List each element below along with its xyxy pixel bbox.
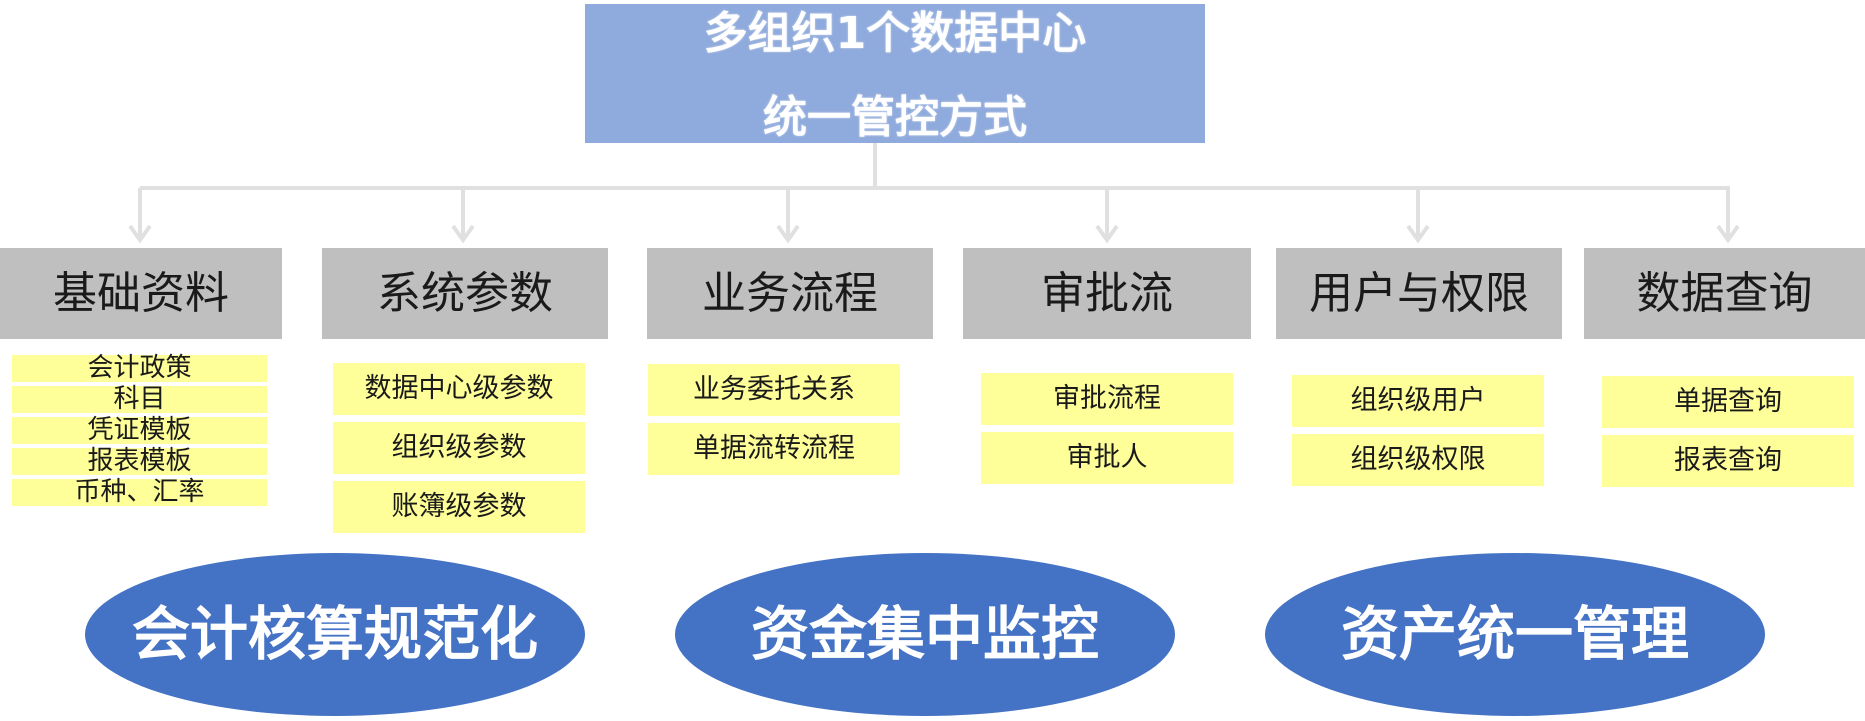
item-document-flow: 单据流转流程 [648,423,900,475]
outcome-fund-monitoring: 资金集中监控 [675,553,1175,716]
item-currency-rate: 币种、汇率 [12,479,267,506]
item-org-params: 组织级参数 [333,422,585,474]
item-org-permissions: 组织级权限 [1292,434,1544,486]
arrow-head-4 [1095,224,1119,244]
title-box: 多组织1个数据中心 统一管控方式 [585,4,1205,143]
outcome-asset-management: 资产统一管理 [1265,553,1765,716]
category-approval-flow: 审批流 [963,248,1251,339]
arrow-head-6 [1716,224,1740,244]
arrow-head-3 [776,224,800,244]
title-line-1: 多组织1个数据中心 [703,8,1087,59]
item-document-query: 单据查询 [1602,376,1854,428]
item-org-users: 组织级用户 [1292,375,1544,427]
title-line-2: 统一管控方式 [763,92,1027,143]
arrow-head-1 [128,224,152,244]
category-system-params: 系统参数 [322,248,608,339]
item-datacenter-params: 数据中心级参数 [333,363,585,415]
category-users-permissions: 用户与权限 [1276,248,1562,339]
category-data-query: 数据查询 [1584,248,1865,339]
item-report-query: 报表查询 [1602,435,1854,487]
item-accounting-policy: 会计政策 [12,355,267,382]
item-business-delegation: 业务委托关系 [648,364,900,416]
arrow-head-5 [1406,224,1430,244]
item-ledger-params: 账簿级参数 [333,481,585,533]
category-business-flow: 业务流程 [647,248,933,339]
item-voucher-template: 凭证模板 [12,417,267,444]
category-basic-data: 基础资料 [0,248,282,339]
item-approval-process: 审批流程 [981,373,1233,425]
outcome-accounting-standardization: 会计核算规范化 [85,553,585,716]
item-account-subject: 科目 [12,386,267,413]
item-approver: 审批人 [981,432,1233,484]
arrow-head-2 [451,224,475,244]
item-report-template: 报表模板 [12,448,267,475]
